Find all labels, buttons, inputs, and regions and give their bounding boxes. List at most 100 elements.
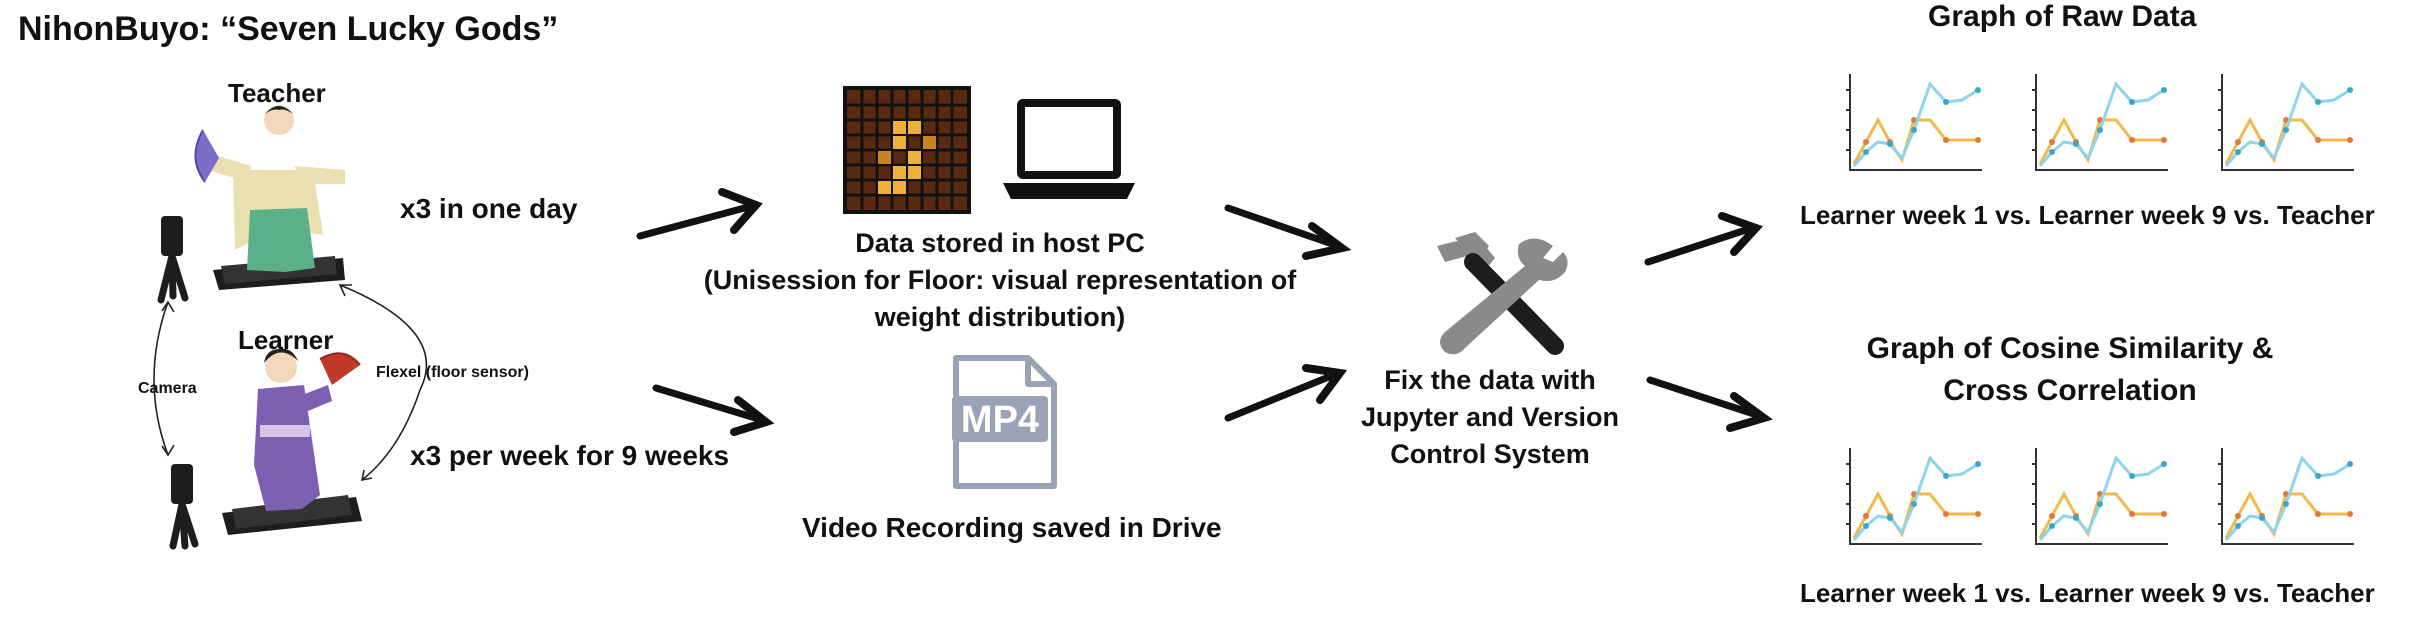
arrow-icon xyxy=(1224,204,1352,260)
cosine-title-line: Cross Correlation xyxy=(1943,374,2197,407)
mini-chart-orange-series xyxy=(2038,490,2164,539)
mini-chart-orange-series-point xyxy=(2315,511,2321,517)
mini-chart-orange-series xyxy=(1852,490,1978,539)
mini-chart-orange-series-point xyxy=(2161,511,2167,517)
mp4-badge-text: MP4 xyxy=(961,399,1039,441)
mini-chart xyxy=(2218,448,2354,545)
mini-chart-blue-series-point xyxy=(2129,473,2135,479)
mini-chart-orange-series-point xyxy=(2129,511,2135,517)
mini-chart-blue-series xyxy=(2224,455,2351,541)
mini-chart-orange-series-point xyxy=(2049,139,2055,145)
mini-chart-axes xyxy=(1849,448,1982,545)
mini-chart-blue-series-point xyxy=(2097,501,2103,507)
data-stored-line: weight distribution) xyxy=(874,302,1126,332)
cosine-title-line: Graph of Cosine Similarity & xyxy=(1866,332,2274,365)
mini-chart-orange-series-point xyxy=(2347,137,2353,143)
mini-chart-blue-series-point xyxy=(1975,87,1981,93)
raw-graph-title: Graph of Raw Data xyxy=(1928,0,2197,33)
arrow-icon xyxy=(1224,364,1348,422)
mini-chart-orange-series-point xyxy=(2235,513,2241,519)
cosine-graph-title: Graph of Cosine Similarity & Cross Corre… xyxy=(1820,328,2320,412)
mini-chart-blue-series-point xyxy=(1911,501,1917,507)
mini-chart-blue-series-point xyxy=(1943,99,1949,105)
mini-chart-blue-series-point xyxy=(1887,515,1893,521)
mini-chart-orange-series xyxy=(2224,490,2350,539)
video-label: Video Recording saved in Drive xyxy=(802,512,1222,543)
mini-chart-blue-series-point xyxy=(2073,515,2079,521)
mini-chart-blue-series-point xyxy=(1863,149,1869,155)
mini-chart-orange-series-point xyxy=(1975,137,1981,143)
processing-line: Jupyter and Version xyxy=(1360,402,1620,432)
mini-chart-blue-series-point xyxy=(1943,473,1949,479)
mini-chart-blue-series-point xyxy=(2235,523,2241,529)
processing-line: Control System xyxy=(1390,439,1590,469)
processing-label: Fix the data with Jupyter and Version Co… xyxy=(1320,362,1660,473)
mini-chart-blue-series-point xyxy=(2097,127,2103,133)
mini-chart-blue-series-point xyxy=(1911,127,1917,133)
mini-chart-orange-series-point xyxy=(2049,513,2055,519)
teacher-sessions-label: x3 in one day xyxy=(400,193,578,224)
mini-chart-blue-series-point xyxy=(1887,141,1893,147)
mini-chart-blue-series-point xyxy=(2129,99,2135,105)
mini-chart-orange-series-point xyxy=(1943,511,1949,517)
mini-chart-blue-series-point xyxy=(1863,523,1869,529)
mini-chart-blue-series-point xyxy=(2315,99,2321,105)
data-stored-line: Data stored in host PC xyxy=(855,228,1145,258)
mini-chart-blue-series xyxy=(2038,455,2165,541)
mini-chart-blue-series-point xyxy=(2049,149,2055,155)
mini-chart-blue-series-point xyxy=(2049,523,2055,529)
mini-chart-blue-series-point xyxy=(2347,87,2353,93)
camera-icon xyxy=(169,464,199,550)
arrow-icon xyxy=(1644,212,1764,266)
data-stored-line: (Unisession for Floor: visual representa… xyxy=(703,265,1297,295)
page-title: NihonBuyo: “Seven Lucky Gods” xyxy=(18,10,559,48)
raw-graph-caption: Learner week 1 vs. Learner week 9 vs. Te… xyxy=(1800,200,2375,230)
dancer-teacher-icon xyxy=(194,105,345,290)
cosine-graph-caption: Learner week 1 vs. Learner week 9 vs. Te… xyxy=(1800,578,2375,608)
mini-chart-blue-series-point xyxy=(2259,515,2265,521)
mini-chart-orange-series-point xyxy=(1863,513,1869,519)
mini-chart-orange-series-point xyxy=(2235,139,2241,145)
mini-chart-orange-series-point xyxy=(2315,137,2321,143)
mini-chart xyxy=(2218,74,2354,171)
processing-line: Fix the data with xyxy=(1384,365,1596,395)
mini-chart-orange-series-point xyxy=(2161,137,2167,143)
laptop-icon xyxy=(1003,99,1135,199)
wrench-hammer-icon xyxy=(1437,232,1568,355)
teacher-label: Teacher xyxy=(228,78,326,108)
mini-chart xyxy=(2032,74,2168,171)
mini-chart xyxy=(1846,74,1982,171)
arrow-icon xyxy=(1646,376,1773,432)
learner-sessions-label: x3 per week for 9 weeks xyxy=(410,440,730,471)
mini-chart-axes xyxy=(2221,74,2354,171)
mini-chart xyxy=(1846,448,1982,545)
camera-label: Camera xyxy=(138,380,197,397)
mini-chart-blue-series-point xyxy=(2347,461,2353,467)
mp4-file-icon: MP4 xyxy=(952,355,1057,489)
mini-chart-orange-series-point xyxy=(2129,137,2135,143)
mini-chart-blue-series-point xyxy=(2283,127,2289,133)
mini-chart-blue-series-point xyxy=(2161,87,2167,93)
mini-chart xyxy=(2032,448,2168,545)
data-stored-label: Data stored in host PC (Unisession for F… xyxy=(660,225,1340,336)
mini-chart-orange-series-point xyxy=(1975,511,1981,517)
mini-chart-blue-series xyxy=(1852,81,1979,167)
arrow-icon xyxy=(636,188,763,240)
mini-chart-orange-series xyxy=(1852,116,1978,165)
mini-chart-blue-series-point xyxy=(2073,141,2079,147)
camera-icon xyxy=(157,216,189,304)
mini-chart-axes xyxy=(2035,448,2168,545)
mini-chart-orange-series xyxy=(2224,116,2350,165)
mini-chart-blue-series-point xyxy=(2259,141,2265,147)
mini-chart-axes xyxy=(2035,74,2168,171)
mini-chart-blue-series-point xyxy=(2161,461,2167,467)
mini-chart-blue-series xyxy=(2038,81,2165,167)
floor-sensor-grid-icon xyxy=(843,86,971,214)
dancer-learner-icon xyxy=(222,348,362,535)
arrow-icon xyxy=(652,384,775,436)
mini-chart-orange-series-point xyxy=(1863,139,1869,145)
mini-chart-orange-series-point xyxy=(1943,137,1949,143)
mini-chart-blue-series-point xyxy=(2315,473,2321,479)
